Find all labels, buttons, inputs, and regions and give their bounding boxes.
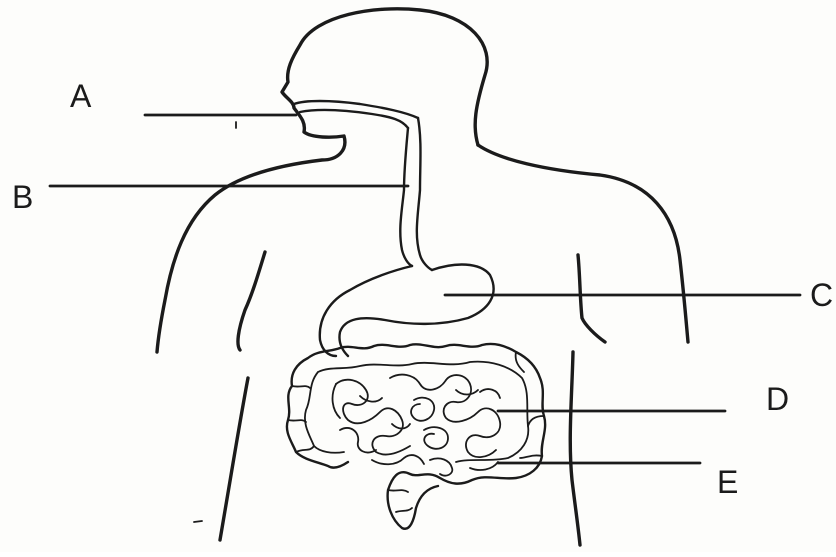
tongue xyxy=(300,110,408,128)
stomach-outline xyxy=(320,265,494,356)
label-c: C xyxy=(810,279,833,311)
large-intestine-haustra xyxy=(288,352,544,512)
left-torso-outline xyxy=(220,252,265,540)
label-a: A xyxy=(70,80,91,112)
leader-lines xyxy=(50,115,800,463)
mouth xyxy=(294,101,418,128)
head-and-left-side-outline xyxy=(157,9,487,352)
esophagus-left-wall xyxy=(400,128,412,266)
large-intestine xyxy=(287,344,545,529)
small-intestine-coils-1 xyxy=(336,380,410,455)
scan-specks xyxy=(194,122,236,522)
label-b: B xyxy=(12,181,33,213)
label-d: D xyxy=(766,383,789,415)
large-intestine-outer xyxy=(287,344,545,529)
esophagus xyxy=(400,118,432,270)
right-torso-outline xyxy=(570,255,605,545)
esophagus-right-wall xyxy=(417,118,432,270)
label-e: E xyxy=(717,466,738,498)
body-outline xyxy=(157,9,688,545)
small-intestine-coils-4 xyxy=(333,384,498,470)
stomach xyxy=(320,265,494,356)
speck-mark xyxy=(194,521,202,522)
